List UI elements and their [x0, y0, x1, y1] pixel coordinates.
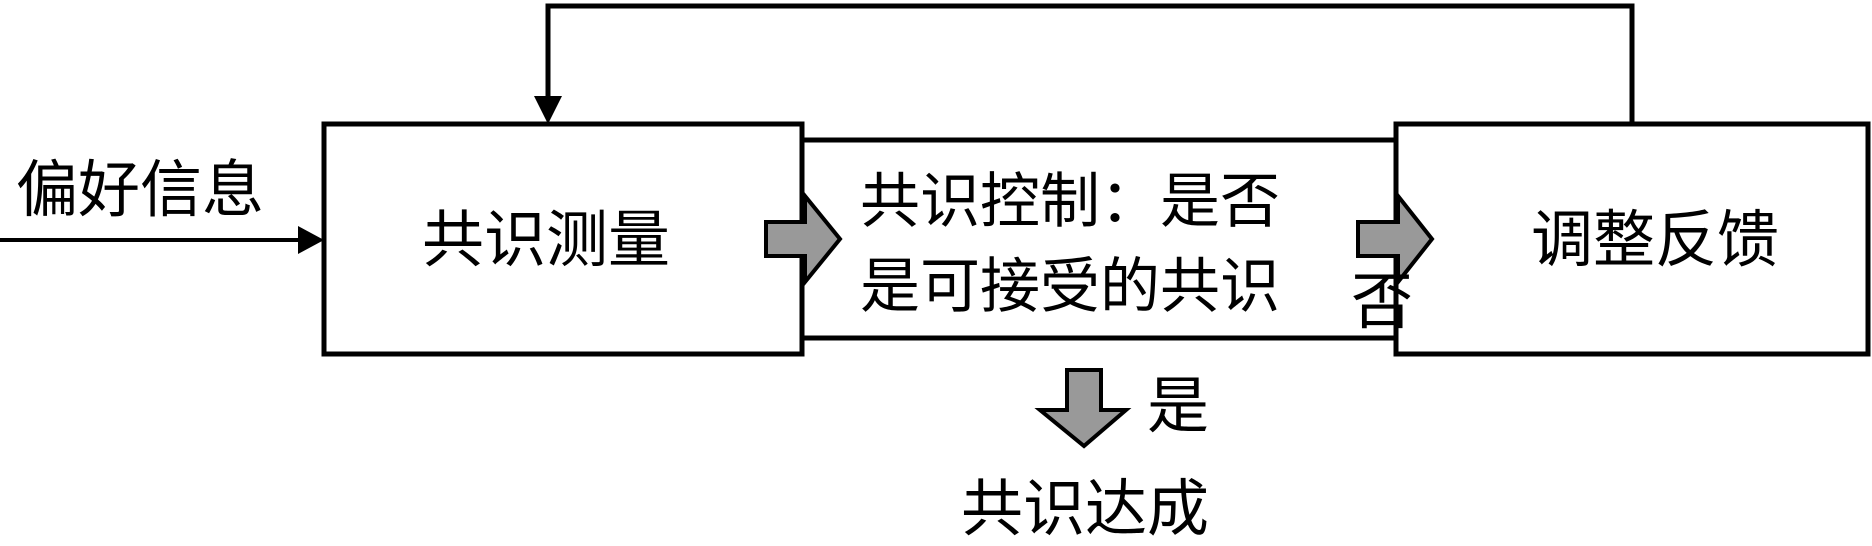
- measure-node-label: 共识测量: [421, 203, 671, 276]
- yes-branch-label: 是: [1146, 369, 1210, 442]
- adjust-feedback-box: [1393, 121, 1871, 357]
- control-to-feedback-arrow: [1356, 190, 1435, 288]
- control-node-label-line2: 是可接受的共识: [860, 252, 1280, 322]
- measure-to-control-arrow: [764, 190, 843, 288]
- consensus-measure-box: [321, 121, 805, 357]
- no-branch-label: 否: [1350, 265, 1414, 338]
- outcome-label: 共识达成: [960, 472, 1210, 545]
- feedback-loop-arrow: [534, 3, 1635, 124]
- control-node-label-line1: 共识控制：是否: [860, 167, 1280, 237]
- consensus-control-box: [799, 137, 1399, 341]
- yes-down-arrow: [1034, 368, 1132, 449]
- input-label: 偏好信息: [15, 153, 265, 226]
- input-arrow: [0, 226, 324, 254]
- feedback-node-label: 调整反馈: [1530, 203, 1780, 276]
